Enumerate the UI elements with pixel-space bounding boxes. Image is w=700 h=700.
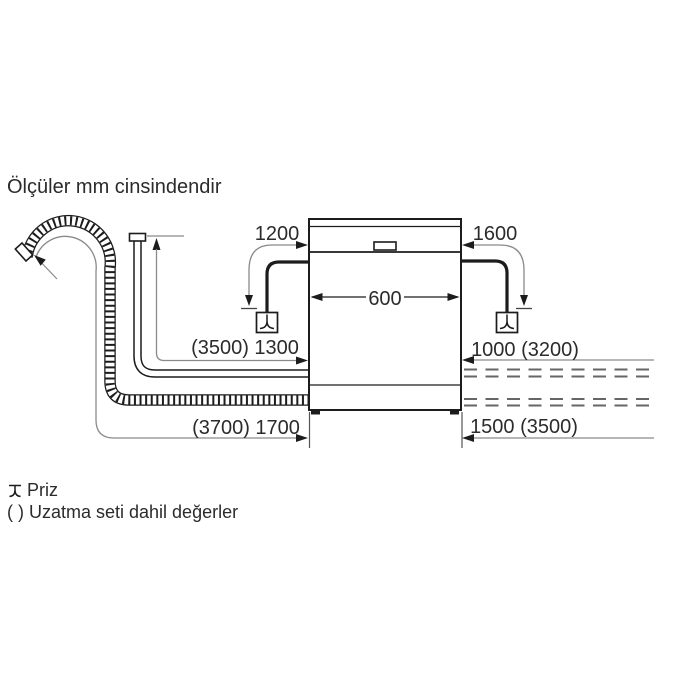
arrowhead-down — [520, 295, 528, 306]
arrowhead-left — [462, 241, 474, 249]
label-drain-right: 1500 (3500) — [470, 416, 578, 438]
left-socket-icon — [255, 311, 279, 334]
left-power-cord — [265, 260, 309, 312]
arrowhead-down — [245, 295, 253, 306]
arrowhead-right — [296, 434, 308, 442]
drain-hose-end-cap — [14, 241, 34, 263]
left-foot — [311, 410, 320, 415]
measure-600 — [310, 293, 460, 301]
right-power-cord — [461, 259, 509, 312]
arrowhead-up — [152, 238, 161, 250]
label-supply-left: (3500) 1300 — [191, 337, 299, 359]
arrowhead-right — [447, 293, 460, 301]
units-note: Ölçüler mm cinsindendir — [7, 176, 222, 198]
measure-drain-left — [34, 235, 311, 448]
measure-supply-right — [462, 356, 654, 364]
arrowhead-upleft — [34, 255, 46, 266]
legend-parentheses-note: ( ) Uzatma seti dahil değerler — [7, 502, 239, 522]
measure-1200 — [241, 241, 308, 310]
door-handle — [373, 241, 397, 251]
legend-socket-icon — [9, 484, 21, 498]
label-supply-right: 1000 (3200) — [471, 339, 579, 361]
arrowhead-left — [310, 293, 323, 301]
legend-socket-label: Priz — [27, 480, 58, 500]
arrowhead-left — [462, 356, 474, 364]
label-drain-left: (3700) 1700 — [192, 417, 300, 439]
supply-hose — [128, 232, 309, 378]
measure-drain-right — [461, 412, 654, 448]
power-cords — [265, 259, 509, 312]
label-appliance-width: 600 — [368, 288, 402, 310]
right-foot — [450, 410, 459, 415]
arrowhead-right — [296, 356, 308, 365]
measure-supply-left — [147, 235, 308, 365]
supply-hose-end-cap — [128, 232, 147, 242]
right-socket-icon — [495, 311, 519, 334]
measure-1600 — [462, 241, 532, 310]
label-cord-right: 1600 — [472, 223, 518, 245]
arrowhead-right — [296, 241, 308, 249]
arrowhead-left — [462, 434, 474, 442]
hose-extension-dashed-lines — [464, 368, 652, 407]
dishwasher-body — [308, 218, 462, 415]
drain-hose — [14, 214, 309, 406]
label-cord-left: 1200 — [254, 223, 300, 245]
